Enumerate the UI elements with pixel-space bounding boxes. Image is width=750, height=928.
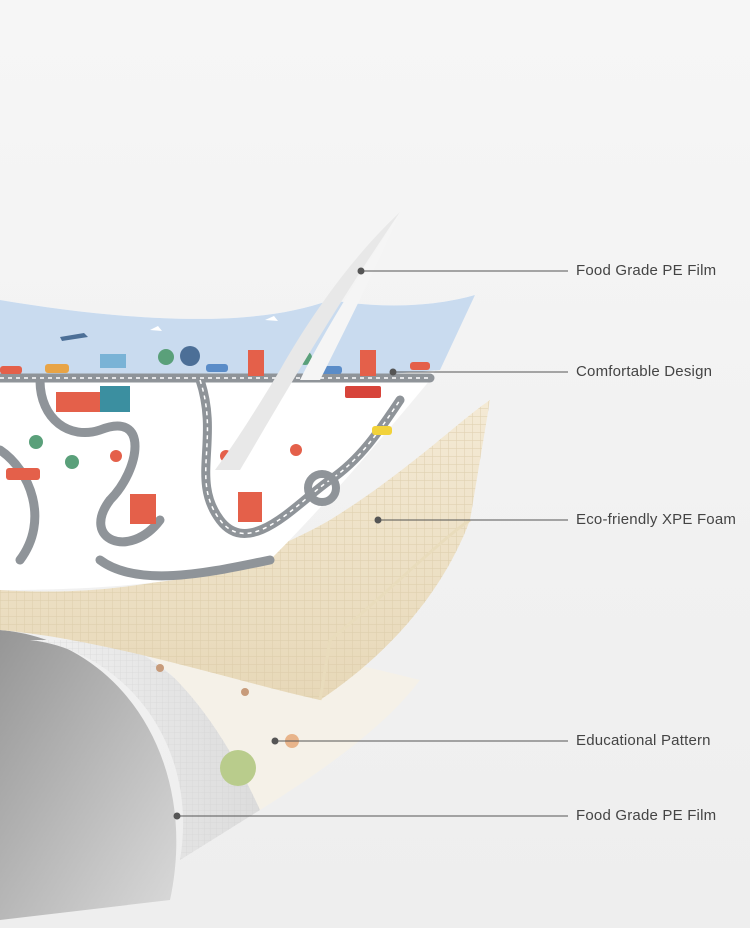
leader-dot <box>271 737 279 745</box>
bottom-film-layer <box>0 630 177 920</box>
layer-label-comfortable-design: Comfortable Design <box>576 363 713 380</box>
leader-dot <box>374 516 382 524</box>
leader-dot <box>357 267 365 275</box>
tree-illustration <box>220 750 256 786</box>
leader-lines <box>177 270 568 817</box>
leader-dot <box>173 812 181 820</box>
layer-label-bottom-film: Food Grade PE Film <box>576 807 717 824</box>
layer-label-top-film: Food Grade PE Film <box>576 262 717 279</box>
building-illustration <box>56 392 104 412</box>
car-illustration <box>0 366 22 374</box>
leader-dot <box>389 368 397 376</box>
layer-label-educational-pattern: Educational Pattern <box>576 732 711 749</box>
top-film-layer <box>215 212 400 470</box>
layer-label-xpe-foam: Eco-friendly XPE Foam <box>576 511 737 528</box>
